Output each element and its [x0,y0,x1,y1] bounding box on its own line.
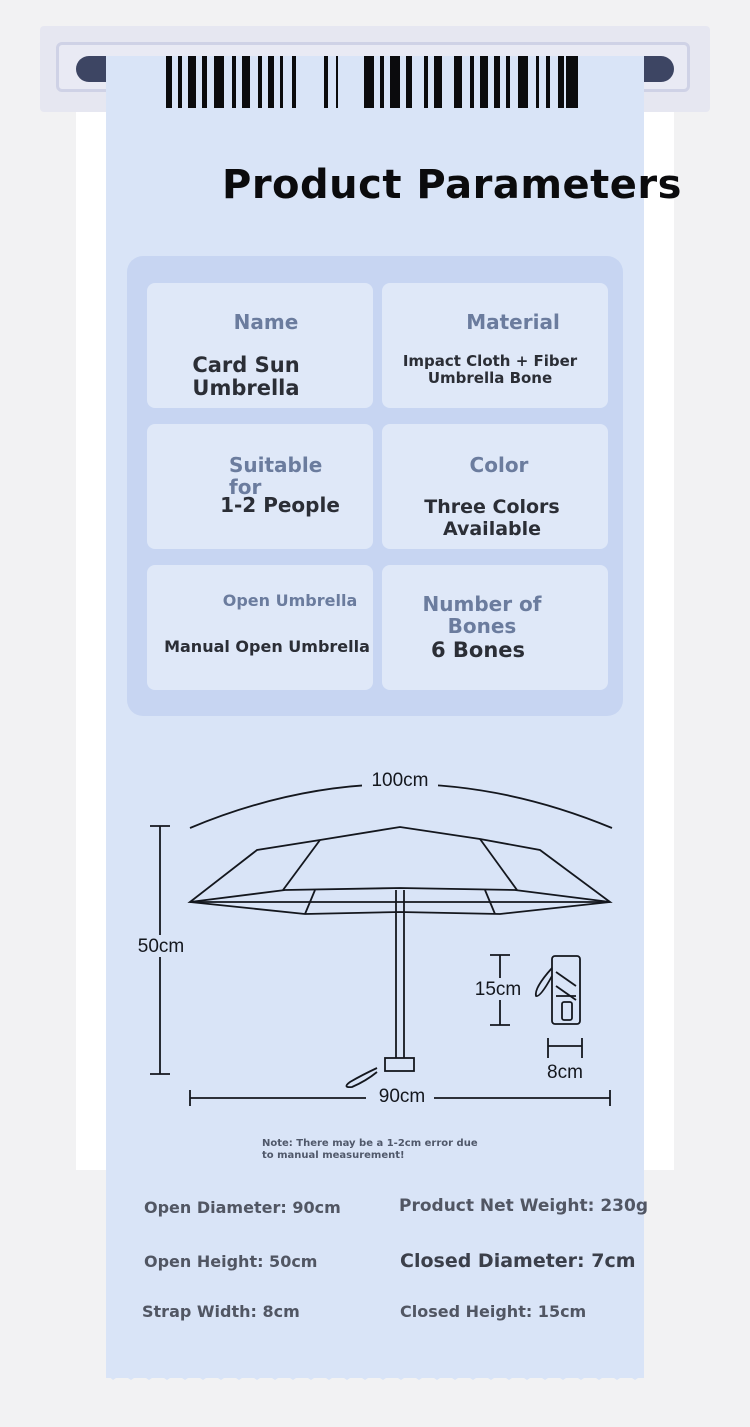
closed-width-label: 8cm [547,1062,583,1083]
param-card-number-of-bones: Number of Bones 6 Bones [382,565,608,690]
param-card-suitable-for: Suitable for 1-2 People [147,424,373,549]
param-value: Impact Cloth + Fiber Umbrella Bone [402,352,578,387]
width-label: 100cm [371,770,428,791]
param-value: 6 Bones [430,638,526,662]
param-label: Color [469,453,529,477]
page-title: Product Parameters [222,162,682,208]
param-label: Open Umbrella [222,591,358,610]
receipt-torn-edge [106,1370,644,1380]
span-label: 90cm [379,1086,425,1107]
spec-net-weight: Product Net Weight: 230g [399,1196,648,1216]
spec-open-diameter: Open Diameter: 90cm [144,1198,341,1217]
param-label: Material [466,310,560,334]
param-label: Name [233,310,299,334]
param-label: Number of Bones [422,592,542,638]
closed-size-lines [490,954,583,1058]
param-card-name: Name Card Sun Umbrella [147,283,373,408]
umbrella-closed-icon [534,955,581,1025]
height-label: 50cm [138,936,184,957]
umbrella-dimension-diagram: 100cm 50cm 90cm 15cm 8cm [138,768,613,1108]
param-card-color: Color Three Colors Available [382,424,608,549]
umbrella-open-icon [187,826,613,1089]
spec-open-height: Open Height: 50cm [144,1252,318,1271]
param-value: 1-2 People [220,493,340,517]
param-label: Suitable for [229,453,323,499]
receipt-paper [106,56,644,1378]
param-value: Card Sun Umbrella [192,353,300,400]
param-card-open-umbrella: Open Umbrella Manual Open Umbrella [147,565,373,690]
param-value: Manual Open Umbrella [164,637,370,656]
measurement-note: Note: There may be a 1-2cm error due to … [262,1138,478,1161]
spec-strap-width: Strap Width: 8cm [142,1302,300,1321]
param-card-material: Material Impact Cloth + Fiber Umbrella B… [382,283,608,408]
spec-closed-height: Closed Height: 15cm [400,1302,587,1321]
param-value: Three Colors Available [424,496,560,540]
barcode [166,56,580,108]
spec-closed-diameter: Closed Diameter: 7cm [400,1250,636,1272]
closed-length-label: 15cm [475,979,521,1000]
